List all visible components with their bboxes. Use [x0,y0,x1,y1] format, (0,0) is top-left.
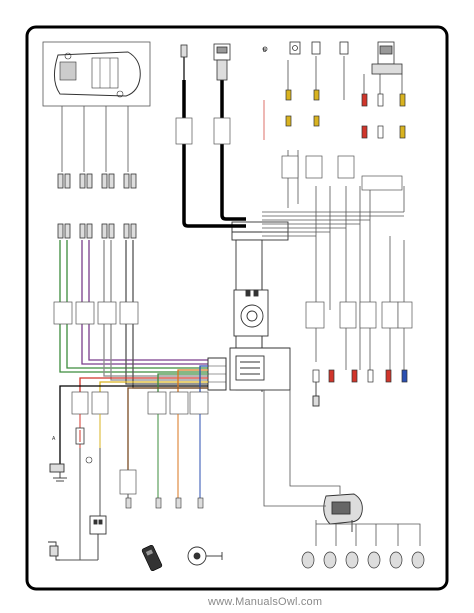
amp-feed-labels [305,301,413,329]
speaker-icon [301,551,425,569]
marker-left-label: A [52,436,56,442]
head-unit-icon [229,221,291,392]
top-connectors [180,43,231,81]
chassis-ground [48,541,98,561]
lead-tip-plugs [125,497,204,509]
rca-harness-labels [281,155,403,191]
marker-circle [85,456,93,464]
thick-cables [182,80,246,228]
power-wires [59,365,208,470]
side-label-tall [119,469,137,495]
diagram-frame [25,25,449,591]
speaker-wire-labels [53,301,139,325]
power-wire-labels [71,391,209,415]
rear-speaker-leads [61,106,129,172]
amp-output-lines [263,390,421,546]
main-harness-connector [207,357,227,391]
rca-connectors-bottom [312,369,408,383]
thick-cable-labels [175,117,231,145]
rca-connectors-top [263,56,406,140]
watermark-text: www.ManualsOwl.com [208,596,323,608]
relay-icon [89,515,107,560]
amp-feed-lines [315,220,405,370]
ground-icon [49,463,67,482]
top-device-icons [262,41,403,75]
amplifier-icon [323,493,363,532]
remote-control-icon [141,544,163,572]
rear-speaker-plugs [57,173,137,189]
car-top-view-icon [42,41,151,107]
fuse-icon [75,427,85,445]
antenna-connector-icon [312,382,320,407]
front-speaker-plugs [57,223,137,239]
steering-wheel-icon [187,546,223,566]
